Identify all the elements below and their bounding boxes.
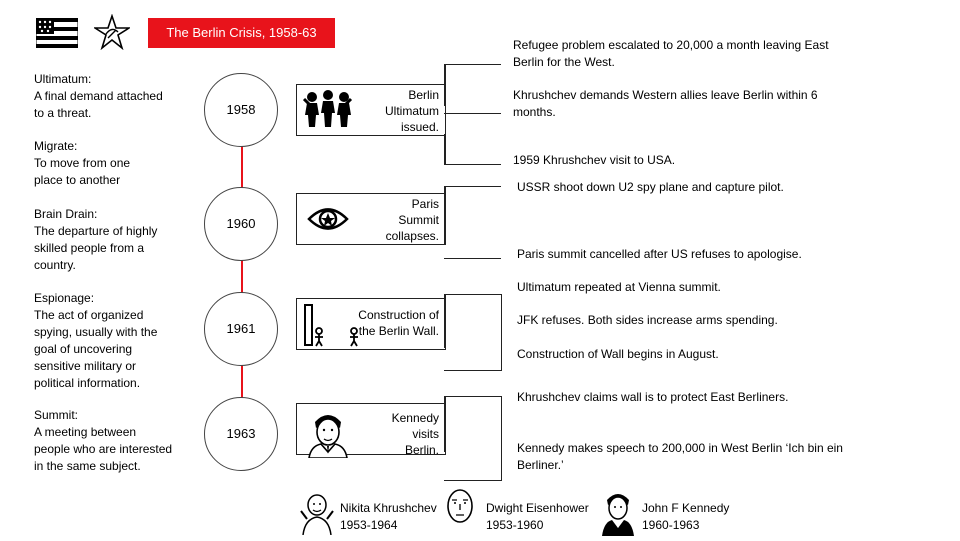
glossary-summit: Summit: A meeting between people who are… bbox=[34, 407, 174, 475]
event-label: Berlin Ultimatum issued. bbox=[359, 87, 439, 135]
glossary-espionage: Espionage: The act of organized spying, … bbox=[34, 290, 179, 392]
glossary-definition: To move from one place to another bbox=[34, 155, 154, 189]
event-label: Paris Summit collapses. bbox=[369, 196, 439, 244]
glossary-term: Ultimatum: bbox=[34, 71, 174, 88]
glossary-brain-drain: Brain Drain: The departure of highly ski… bbox=[34, 206, 174, 274]
leader-years: 1953-1964 bbox=[340, 517, 450, 534]
note-khrushchev-demands: Khrushchev demands Western allies leave … bbox=[513, 87, 833, 121]
event-berlin-wall: Construction of the Berlin Wall. bbox=[296, 298, 446, 350]
note-refugee-problem: Refugee problem escalated to 20,000 a mo… bbox=[513, 37, 833, 71]
glossary-term: Brain Drain: bbox=[34, 206, 174, 223]
connector-line bbox=[444, 370, 502, 371]
jfk-portrait-icon bbox=[598, 488, 638, 541]
event-berlin-ultimatum: Berlin Ultimatum issued. bbox=[296, 84, 446, 136]
year-circle-1960: 1960 bbox=[204, 187, 278, 261]
eye-icon bbox=[303, 198, 353, 245]
us-flag-icon bbox=[36, 18, 78, 53]
soviet-star-icon bbox=[94, 14, 130, 55]
connector-line bbox=[444, 186, 446, 244]
note-khrushchev-usa-visit: 1959 Khrushchev visit to USA. bbox=[513, 152, 833, 169]
note-paris-cancelled: Paris summit cancelled after US refuses … bbox=[517, 246, 847, 263]
event-paris-summit: Paris Summit collapses. bbox=[296, 193, 446, 245]
connector-line bbox=[444, 480, 502, 481]
glossary-definition: The departure of highly skilled people f… bbox=[34, 223, 174, 274]
connector-line bbox=[501, 294, 502, 370]
glossary-migrate: Migrate: To move from one place to anoth… bbox=[34, 138, 154, 189]
note-u2-spy-plane: USSR shoot down U2 spy plane and capture… bbox=[517, 179, 837, 196]
glossary-definition: A meeting between people who are interes… bbox=[34, 424, 174, 475]
note-vienna-ultimatum: Ultimatum repeated at Vienna summit. bbox=[517, 279, 837, 296]
leader-name: Dwight Eisenhower bbox=[486, 500, 601, 517]
connector-line bbox=[444, 134, 446, 164]
year-circle-1961: 1961 bbox=[204, 292, 278, 366]
event-label: Kennedy visits Berlin. bbox=[379, 410, 439, 458]
glossary-definition: The act of organized spying, usually wit… bbox=[34, 307, 179, 392]
leader-eisenhower: Dwight Eisenhower 1953-1960 bbox=[486, 500, 601, 534]
connector-line bbox=[444, 396, 446, 452]
note-kennedy-speech: Kennedy makes speech to 200,000 in West … bbox=[517, 440, 877, 474]
connector-line bbox=[444, 113, 501, 114]
glossary-term: Espionage: bbox=[34, 290, 179, 307]
connector-line bbox=[444, 396, 501, 397]
connector-line bbox=[444, 164, 501, 165]
eisenhower-portrait-icon bbox=[444, 486, 476, 535]
event-kennedy-visit: Kennedy visits Berlin. bbox=[296, 403, 446, 455]
crowd-icon bbox=[303, 89, 353, 136]
year-circle-1963: 1963 bbox=[204, 397, 278, 471]
kennedy-portrait-icon bbox=[303, 408, 353, 463]
connector-line bbox=[501, 396, 502, 480]
leader-name: John F Kennedy bbox=[642, 500, 742, 517]
connector-line bbox=[444, 64, 446, 106]
glossary-definition: A final demand attached to a threat. bbox=[34, 88, 174, 122]
connector-line bbox=[444, 294, 446, 348]
page-title: The Berlin Crisis, 1958-63 bbox=[148, 18, 335, 48]
connector-line bbox=[444, 64, 501, 65]
connector-line bbox=[444, 294, 501, 295]
note-jfk-refuses: JFK refuses. Both sides increase arms sp… bbox=[517, 312, 837, 329]
glossary-term: Summit: bbox=[34, 407, 174, 424]
leader-name: Nikita Khrushchev bbox=[340, 500, 450, 517]
leader-kennedy: John F Kennedy 1960-1963 bbox=[642, 500, 742, 534]
glossary-ultimatum: Ultimatum: A final demand attached to a … bbox=[34, 71, 174, 122]
leader-years: 1953-1960 bbox=[486, 517, 601, 534]
note-wall-construction: Construction of Wall begins in August. bbox=[517, 346, 837, 363]
event-label: Construction of the Berlin Wall. bbox=[355, 307, 439, 339]
connector-line bbox=[444, 186, 501, 187]
note-wall-protection: Khrushchev claims wall is to protect Eas… bbox=[517, 389, 847, 406]
khrushchev-portrait-icon bbox=[297, 491, 337, 540]
year-circle-1958: 1958 bbox=[204, 73, 278, 147]
leader-khrushchev: Nikita Khrushchev 1953-1964 bbox=[340, 500, 450, 534]
glossary-term: Migrate: bbox=[34, 138, 154, 155]
leader-years: 1960-1963 bbox=[642, 517, 742, 534]
connector-line bbox=[444, 258, 501, 259]
